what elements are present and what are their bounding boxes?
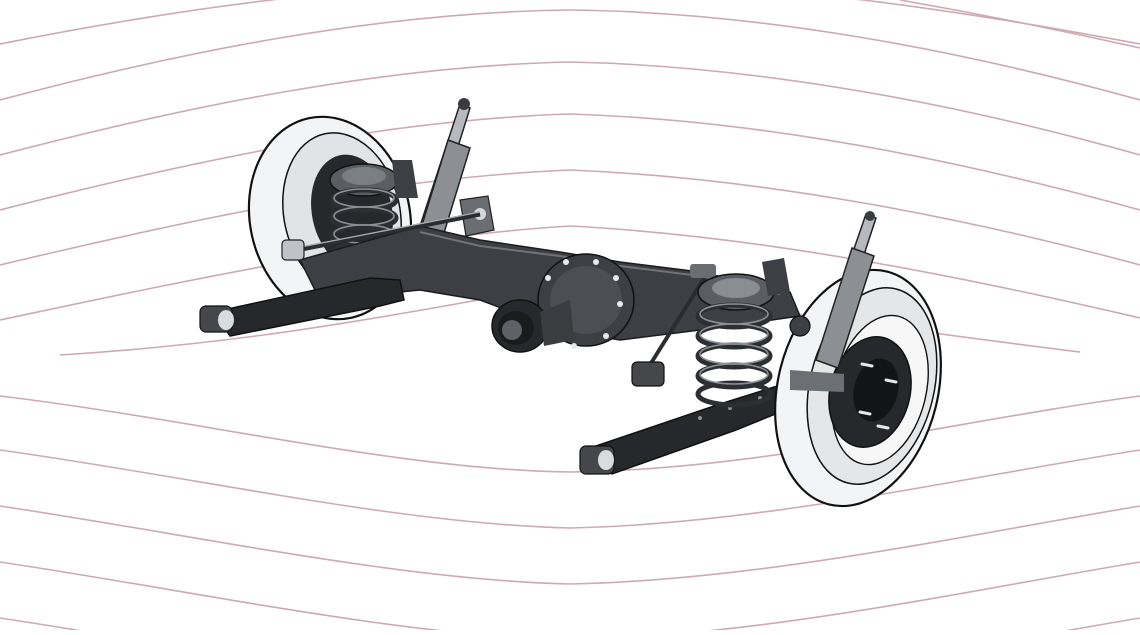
panhard-rod bbox=[281, 211, 481, 261]
right-coil-spring bbox=[695, 258, 790, 408]
differential bbox=[491, 253, 635, 353]
upper-link bbox=[631, 264, 716, 387]
left-shock-absorber bbox=[417, 98, 471, 247]
left-trailing-arm bbox=[199, 277, 405, 337]
right-shock-absorber bbox=[789, 211, 877, 369]
